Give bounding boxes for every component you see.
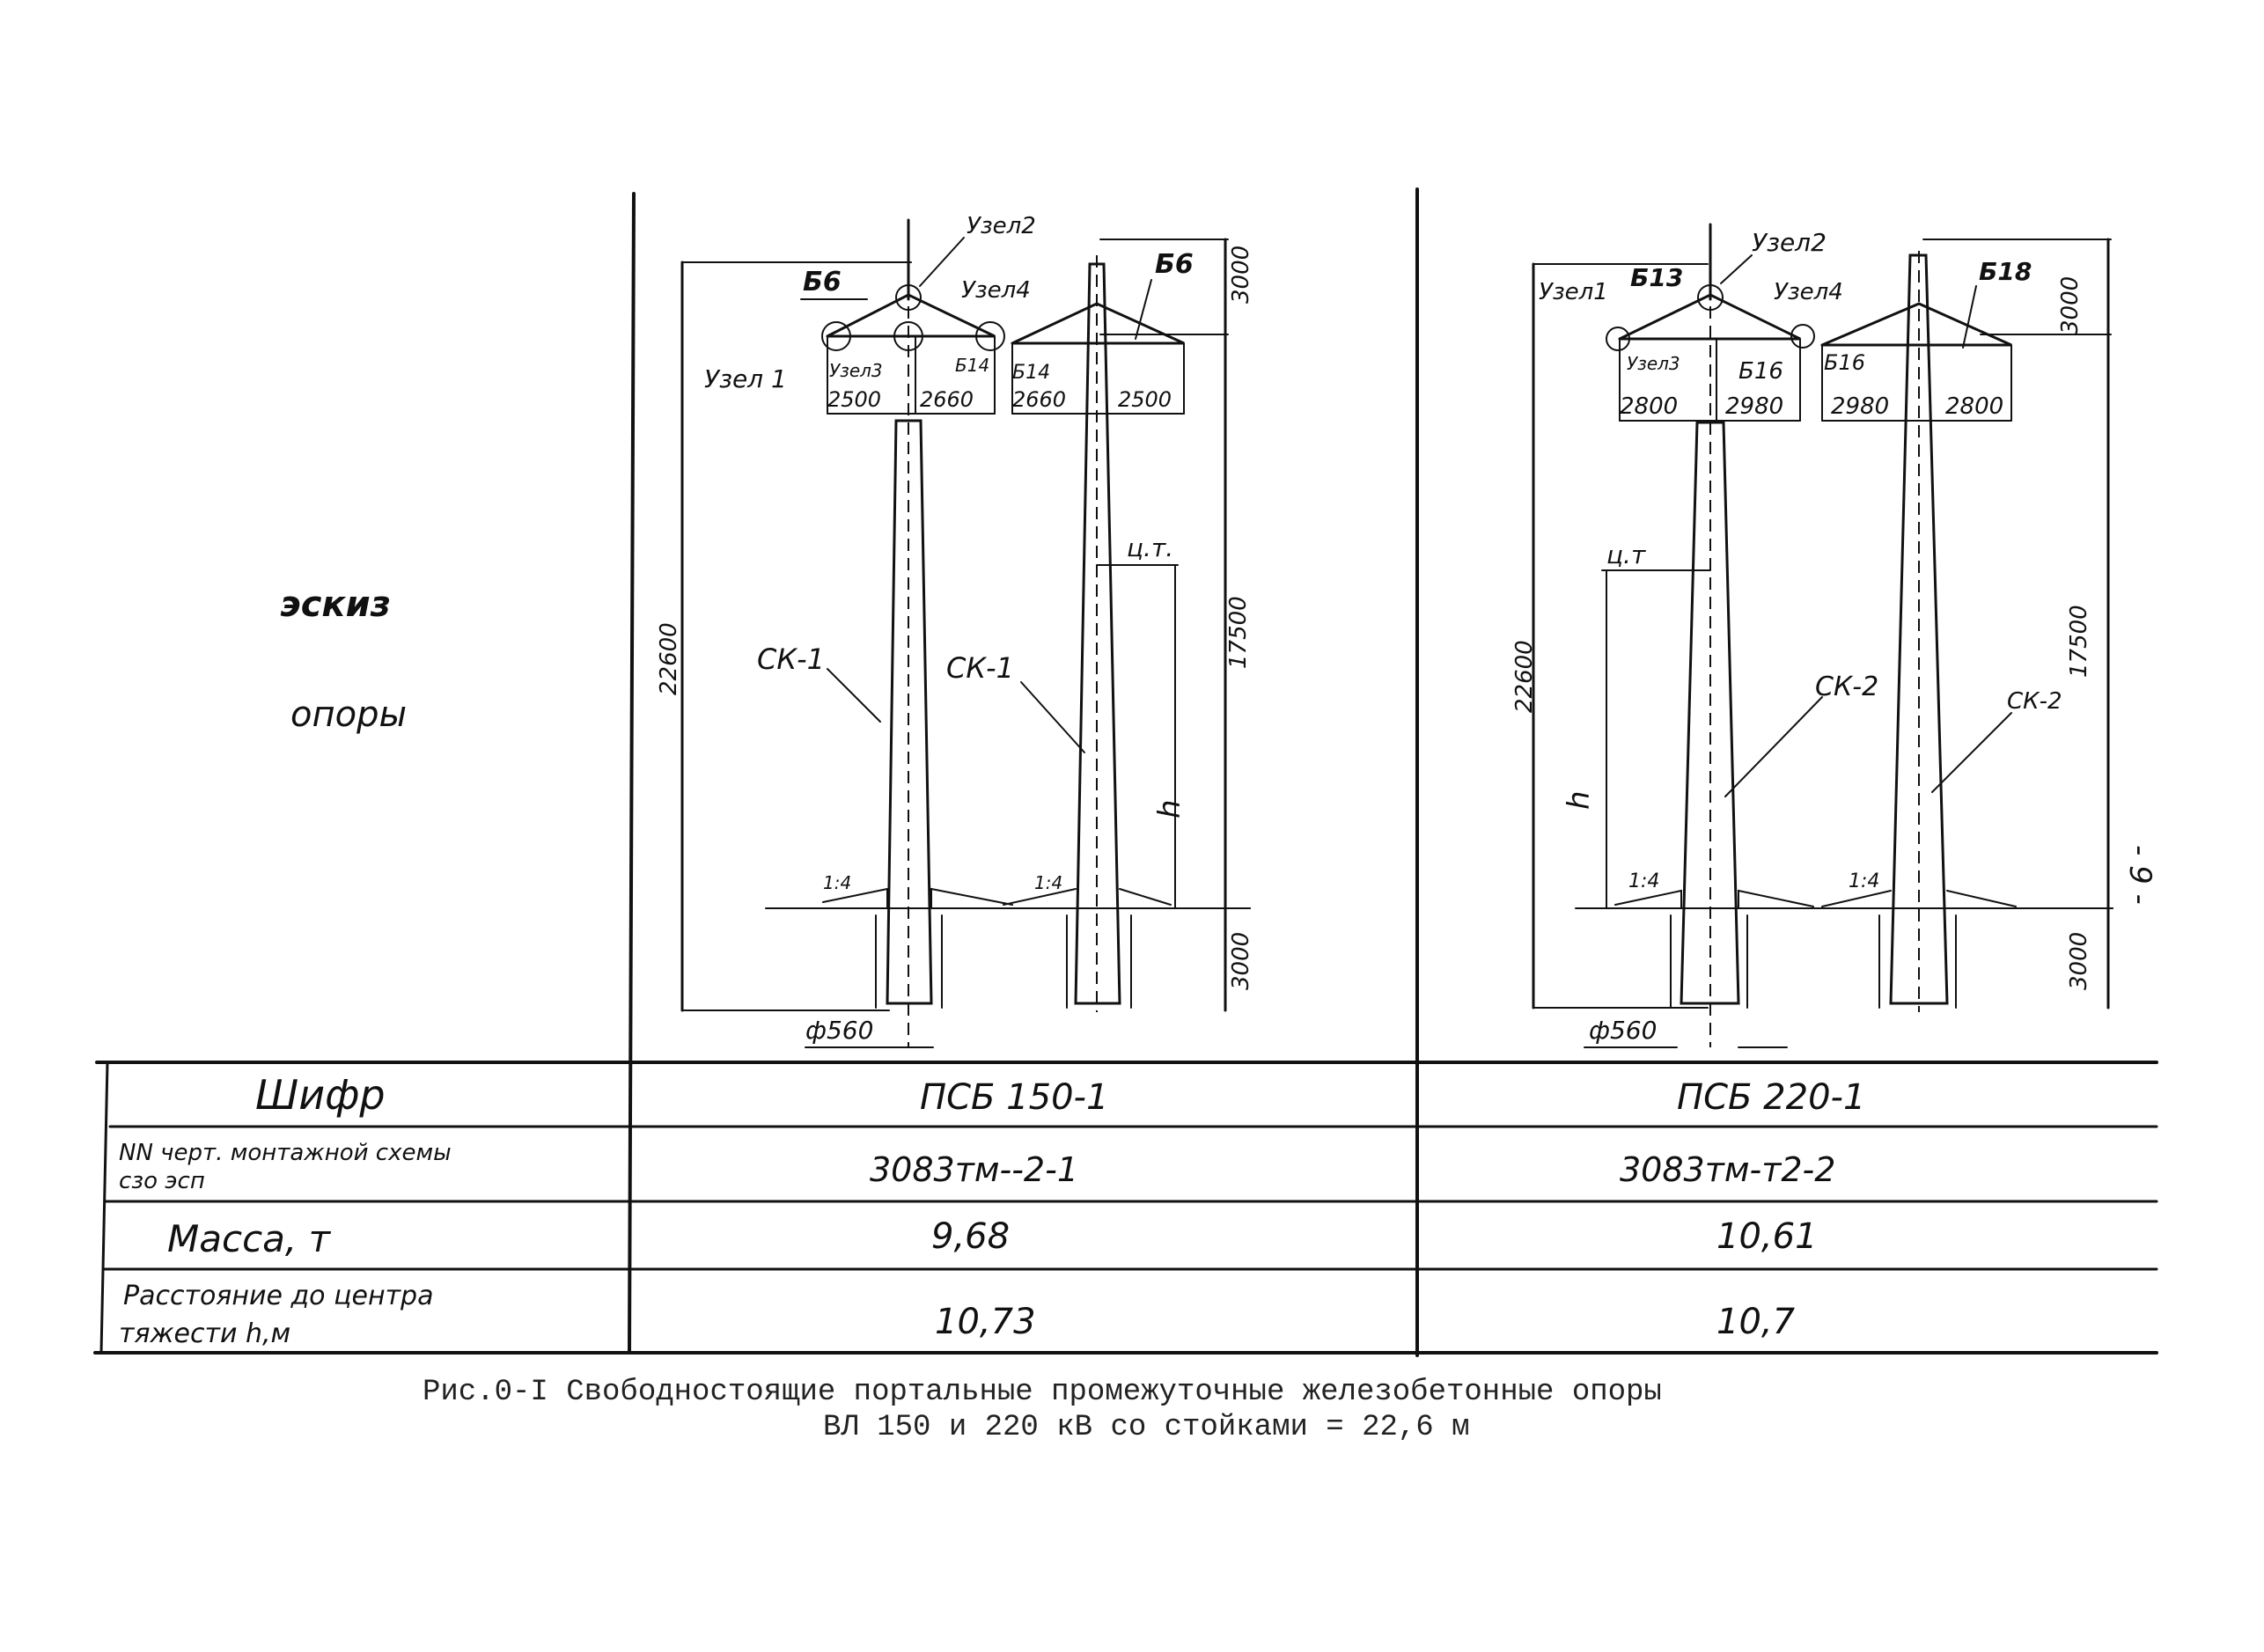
pole-left-1 [886, 419, 933, 1005]
sketch-label: эскиз опоры [280, 584, 407, 735]
node3-label: Узел3 [829, 360, 883, 381]
dim-bottom-right: 3000 [2066, 932, 2092, 990]
crossarm-left-1 [826, 293, 996, 338]
node4-label-right: Узел4 [1774, 279, 1843, 305]
row-value-code-2: ПСБ 220-1 [1677, 1077, 1865, 1118]
slope-label-1: 1:4 [823, 872, 851, 893]
node-1-marker-right [1606, 327, 1630, 351]
dim-a-right: 2800 [1620, 393, 1678, 420]
left-sketch: 22600 3000 17500 3000 Узел2 Узе [656, 213, 1254, 1048]
caption-line-1: Рис.0-I Свободностоящие портальные проме… [423, 1376, 1662, 1409]
b6-right-label: Б6 [1155, 249, 1194, 280]
dim-b: 2660 [920, 387, 974, 412]
dim-top: 3000 [1228, 246, 1254, 304]
row-label-cg-2: тяжести h,м [119, 1318, 290, 1349]
sk2-label-1: СК-2 [1815, 672, 1878, 702]
row-value-cg-1: 10,73 [935, 1302, 1036, 1342]
crossarm-right-2 [1820, 302, 2012, 347]
b14-label-2: Б14 [1012, 362, 1050, 384]
dim-c: 2660 [1012, 387, 1066, 412]
row-value-drawing-2: 3083тм-т2-2 [1620, 1150, 1835, 1189]
row-label-code: Шифр [255, 1071, 386, 1119]
dim-mid: 17500 [1225, 596, 1252, 669]
right-sketch: 22600 3000 17500 3000 Узел2 Узел4 Узе [1511, 223, 2113, 1048]
dim-mid-right: 17500 [2066, 605, 2092, 678]
dim-d: 2500 [1118, 387, 1172, 412]
slope-label-2: 1:4 [1034, 872, 1062, 893]
column-divider-left [628, 192, 636, 1353]
node2-label-right: Узел2 [1752, 228, 1827, 257]
node1-label-right: Узел1 [1539, 279, 1608, 305]
node2-label: Узел2 [967, 213, 1036, 239]
sketch-label-line2: опоры [290, 694, 407, 735]
sketch-label-line1: эскиз [280, 584, 391, 625]
dim-total: 22600 [656, 622, 682, 695]
row-label-drawing-2: сзо эсп [119, 1168, 205, 1194]
figure-caption: Рис.0-I Свободностоящие портальные проме… [423, 1376, 1662, 1444]
b6-left-label: Б6 [803, 267, 842, 297]
dim-b-right: 2980 [1725, 393, 1783, 420]
dim-total-right: 22600 [1511, 640, 1538, 713]
pole-right-2 [1889, 253, 1949, 1005]
cm-label: ц.т. [1127, 533, 1173, 562]
row-value-drawing-1: 3083тм--2-1 [870, 1150, 1078, 1189]
node-3-marker [893, 321, 923, 351]
caption-line-2: ВЛ 150 и 220 кВ со стойками = 22,6 м [823, 1411, 1470, 1444]
b13-label: Б13 [1630, 263, 1683, 292]
slope-label-2-right: 1:4 [1849, 870, 1879, 892]
pole-left-2 [1074, 262, 1121, 1005]
page-marker: - 9 - [2122, 845, 2157, 905]
row-value-cg-2: 10,7 [1716, 1302, 1796, 1342]
row-value-code-1: ПСБ 150-1 [920, 1077, 1108, 1118]
crossarm-left-2 [1011, 302, 1185, 345]
sk1-label-1: СК-1 [757, 642, 825, 676]
crossarm-right-1 [1618, 293, 1801, 341]
h-label-right: h [1562, 790, 1597, 810]
slope-label-1-right: 1:4 [1628, 870, 1659, 892]
dim-bottom: 3000 [1228, 932, 1254, 990]
sk2-label-2: СК-2 [2007, 688, 2062, 715]
b14-label-1: Б14 [955, 355, 989, 376]
row-label-cg: Расстояние до центра [123, 1281, 433, 1311]
b16-label-1: Б16 [1738, 358, 1783, 385]
diam-label-right: ф560 [1589, 1016, 1657, 1045]
dim-d-right: 2800 [1945, 393, 2003, 420]
node4-label: Узел4 [961, 277, 1031, 304]
dim-a: 2500 [827, 387, 881, 412]
b18-label: Б18 [1979, 257, 2032, 286]
dim-top-right: 3000 [2057, 276, 2084, 334]
cm-label-right: ц.т [1606, 540, 1646, 569]
row-value-mass-1: 9,68 [931, 1216, 1010, 1257]
row-label-drawing: NN черт. монтажной схемы [119, 1140, 452, 1166]
pole-right-1 [1680, 421, 1740, 1005]
h-label: h [1152, 799, 1187, 819]
node-4-marker [975, 321, 1005, 351]
node-2-marker-right [1697, 284, 1724, 311]
dim-c-right: 2980 [1831, 393, 1889, 420]
spec-table: Шифр ПСБ 150-1 ПСБ 220-1 NN черт. монтаж… [93, 1061, 2158, 1355]
sk1-label-2: СК-1 [946, 651, 1014, 685]
row-label-mass: Масса, т [167, 1217, 332, 1260]
node3-label-right: Узел3 [1627, 353, 1680, 374]
diam-label: ф560 [805, 1016, 873, 1045]
node-4-marker-right [1790, 324, 1815, 349]
b16-label-2: Б16 [1824, 350, 1865, 375]
row-value-mass-2: 10,61 [1716, 1216, 1818, 1257]
node-1-marker [821, 321, 851, 351]
node1-label: Узел 1 [704, 364, 787, 393]
node-2-marker [895, 284, 922, 311]
